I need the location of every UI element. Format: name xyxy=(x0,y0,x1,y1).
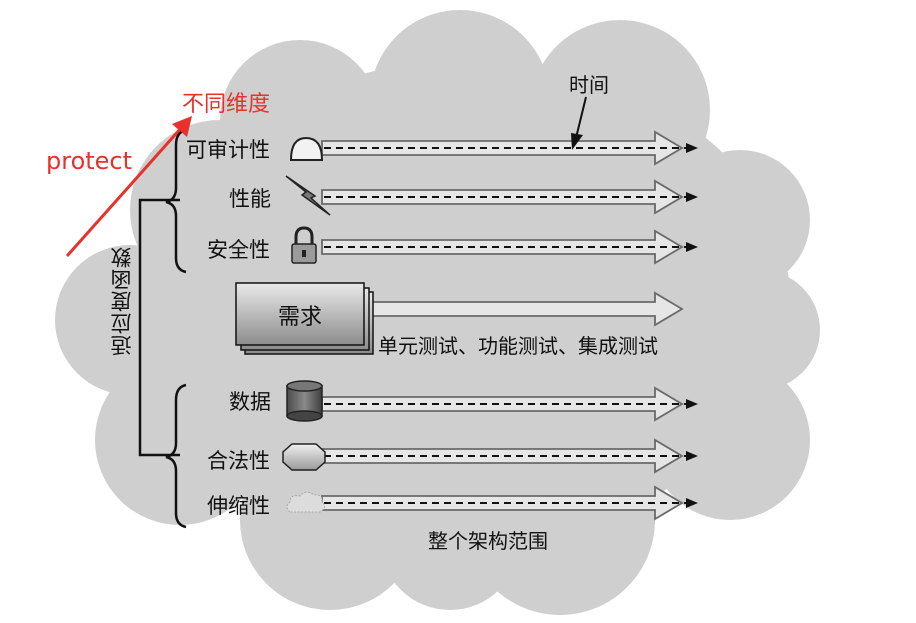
dimension-label-data: 数据 xyxy=(229,390,271,414)
time-pointer xyxy=(571,96,587,150)
arrow-performance-shaft xyxy=(321,179,684,215)
arrow-legality-arrowhead xyxy=(686,451,698,461)
time-label: 时间 xyxy=(569,73,609,97)
arrow-requirements-shaft xyxy=(321,291,684,327)
requirements-label: 需求 xyxy=(278,305,323,330)
dimension-label-security: 安全性 xyxy=(207,238,270,262)
arrow-data-shaft xyxy=(321,386,684,422)
arrow-performance-arrowhead xyxy=(686,192,698,202)
dimension-label-scalability: 伸缩性 xyxy=(207,494,270,518)
dimension-label-legality: 合法性 xyxy=(207,449,270,473)
tests-label: 单元测试、功能测试、集成测试 xyxy=(378,334,658,358)
dimension-label-audit: 可审计性 xyxy=(186,138,270,162)
lightning-bolt-icon xyxy=(285,175,331,216)
arrow-security-shaft xyxy=(321,229,684,265)
padlock-icon xyxy=(291,226,317,264)
audit-dome-icon xyxy=(289,136,324,161)
arrow-data-arrowhead xyxy=(686,399,698,409)
scope-label: 整个架构范围 xyxy=(428,529,548,553)
protect-annotation-arrow xyxy=(65,116,192,257)
arrow-security-arrowhead xyxy=(686,242,698,252)
dimension-arrows xyxy=(321,130,698,521)
octagon-icon xyxy=(282,443,326,471)
different-dimensions-label: 不同维度 xyxy=(182,92,271,117)
dimension-label-performance: 性能 xyxy=(229,187,271,211)
upper-brace xyxy=(165,128,187,274)
protect-label: protect xyxy=(46,147,133,175)
arrow-scalability-arrowhead xyxy=(686,498,698,508)
small-cloud-icon xyxy=(286,491,326,513)
arrow-audit-arrowhead xyxy=(686,143,698,153)
lower-brace xyxy=(165,383,187,529)
fitness-function-label: 适应度函数 xyxy=(110,246,134,356)
arrow-scalability-shaft xyxy=(321,485,684,521)
arrow-legality-shaft xyxy=(321,438,684,474)
outer-bracket xyxy=(138,198,180,457)
arrow-audit-shaft xyxy=(321,130,684,166)
requirements-box xyxy=(235,282,374,355)
database-cylinder-icon xyxy=(286,380,323,422)
